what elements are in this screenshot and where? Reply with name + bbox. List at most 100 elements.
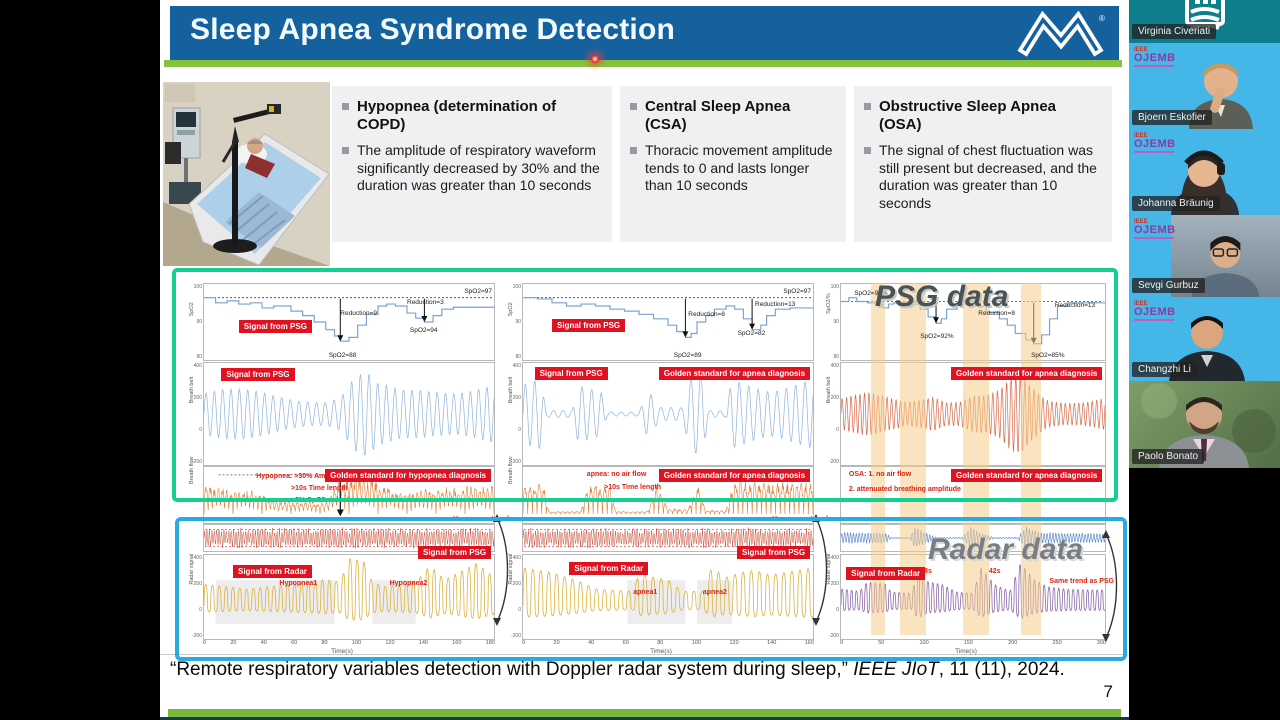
participant-name: Changzhi Li [1132,362,1197,377]
event-highlight-band [963,283,990,635]
presenter-logo-icon: ® [1017,11,1105,57]
signal-badge: Signal from PSG [417,546,492,559]
title-accent-strip [164,60,1122,67]
golden-standard-badge: Golden standard for apnea diagnosis [658,367,811,381]
spo2-annotation: Reduction=13 [755,300,796,308]
golden-standard-badge: Golden standard for apnea diagnosis [951,469,1103,483]
participant-name: Bjoern Eskofier [1132,110,1212,125]
bullet-column-osa: Obstructive Sleep Apnea (OSA) The signal… [854,86,1112,242]
spo2-annotation: SpO2=82 [737,329,766,337]
event-highlight-band [1020,283,1041,635]
spo2-annotation: SpO2=89 [673,352,702,359]
psg-band-subplot: Signal from PSG [203,524,495,559]
trend-arrow-icon [1102,530,1118,642]
golden-standard-badge: Golden standard for hypopnea diagnosis [325,469,492,483]
signal-badge: Signal from PSG [736,546,811,559]
y-axis-label: Breath flow [508,456,514,484]
participant-name: Paolo Bonato [1132,449,1205,464]
participant-name: Virginia Civeriati [1132,24,1217,39]
radar-annotation: Hypopnea1 [279,580,318,588]
laser-pointer-dot [590,54,600,64]
flow-note: >3% SpO2 reduction [291,497,360,505]
bottom-edge-bar [160,717,1129,720]
signal-badge: Signal from PSG [534,367,608,381]
bullet-square-icon [864,147,871,154]
citation-text: “Remote respiratory variables detection … [170,659,854,680]
video-tile-johanna[interactable]: IEEE OJEMB Johanna Bräunig [1129,129,1280,215]
signal-badge: Signal from PSG [238,320,312,334]
spo2-annotation: SpO2=94 [409,326,438,334]
video-tile-bjoern[interactable]: IEEE OJEMB Bjoern Eskofier [1129,43,1280,129]
spo2-annotation: SpO2=92% [920,332,954,340]
logo-registered-mark: ® [1099,14,1105,23]
participant-avatar [1191,236,1260,297]
signal-badge: Signal from Radar [846,566,926,580]
x-axis-label: Time(s) [331,648,353,655]
slide-title-bar: Sleep Apnea Syndrome Detection ® [170,6,1119,60]
ojemb-logo: IEEE OJEMB [1134,301,1176,321]
bullet-square-icon [630,103,637,110]
spo2-annotation: Reduction=8 [688,311,725,319]
bullet-body: Thoracic movement amplitude tends to 0 a… [645,142,833,194]
radar-annotation: 28s [920,568,932,576]
patient-bed-photo [163,82,330,266]
bullet-heading: Obstructive Sleep Apnea (OSA) [879,98,1056,133]
bullet-square-icon [630,147,637,154]
bullet-body: The signal of chest fluctuation was stil… [879,142,1097,211]
video-tile-paolo[interactable]: Paolo Bonato [1129,381,1280,468]
signal-badge: Signal from Radar [233,565,312,579]
spo2-annotation: SpO2=97 [464,288,492,295]
x-axis-label: Time(s) [650,648,672,655]
spo2-annotation: SpO2=98% [854,290,888,298]
citation-divider [160,654,1129,655]
breath-flow-subplot: Breath flow Hypopnea: >30% Amplitude red… [189,456,495,524]
flow-note: 2. attenuated breathing amplitude [848,486,961,494]
citation-text: , 11 (11), 2024. [938,659,1065,680]
signal-badge: Signal from Radar [569,561,649,575]
spo2-annotation: SpO2=88 [328,352,357,359]
video-tile-changzhi[interactable]: IEEE OJEMB Changzhi Li [1129,297,1280,381]
bullet-square-icon [342,147,349,154]
video-tile-virginia[interactable]: Virginia Civeriati [1129,0,1280,43]
video-tile-sevgi[interactable]: IEEE OJEMB Sevgi Gurbuz [1129,215,1280,297]
radar-annotation: 42s [988,568,1001,576]
spo2-annotation: Reduction=8 [978,309,1015,317]
citation-journal: IEEE JIoT [853,659,939,680]
ojemb-logo: IEEE OJEMB [1134,219,1176,239]
flow-note: >10s Time length [604,483,662,491]
signal-badge: Signal from PSG [221,368,295,382]
event-highlight-band [870,283,886,635]
slide-title: Sleep Apnea Syndrome Detection [190,13,676,46]
bullet-heading: Hypopnea (determination of COPD) [357,98,557,133]
radar-annotation: apnea2 [702,588,727,596]
participant-name: Johanna Bräunig [1132,196,1220,211]
bullet-column-hypopnea: Hypopnea (determination of COPD) The amp… [332,86,612,242]
y-axis-label: Breath flow [189,456,195,484]
spo2-annotation: Reduction=13 [1054,302,1096,310]
bottom-accent-bar [168,709,1121,717]
bullet-square-icon [342,103,349,110]
spo2-annotation: SpO2=85% [1031,352,1065,359]
ojemb-logo: IEEE OJEMB [1134,133,1176,153]
bullet-square-icon [864,103,871,110]
flow-note: Hypopnea: >30% Amplitude reduction [256,472,383,480]
radar-annotation: Hypopnea2 [389,580,428,588]
